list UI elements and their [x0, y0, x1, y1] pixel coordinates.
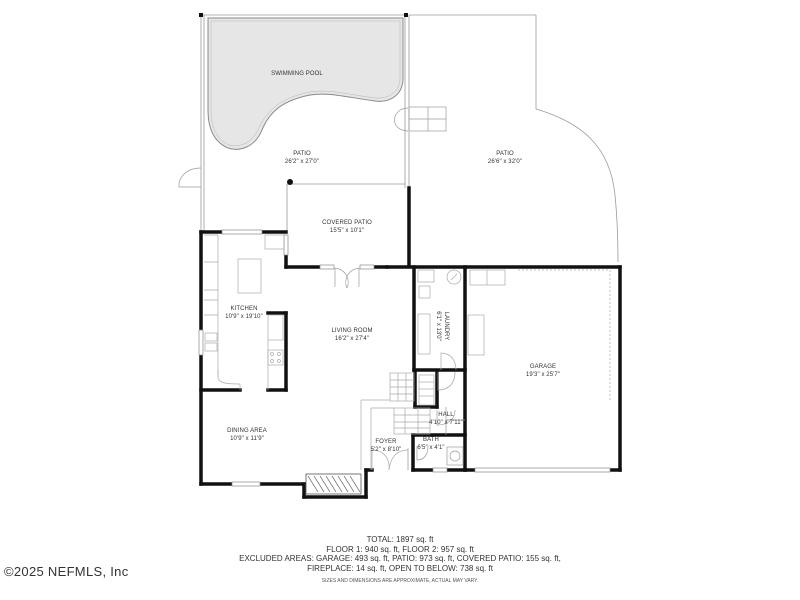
windows — [198, 229, 611, 487]
room-dimensions: 10'9" x 19'10" — [225, 314, 263, 320]
room-name: FOYER — [375, 439, 397, 445]
room-name: GARAGE — [529, 364, 557, 370]
garage-fixtures — [467, 269, 611, 400]
room-name: COVERED PATIO — [322, 220, 372, 226]
label-garage: GARAGE 19'3" x 25'7" — [526, 363, 560, 379]
summary-excluded-1: EXCLUDED AREAS: GARAGE: 493 sq. ft, PATI… — [239, 554, 561, 564]
room-dimensions: 16'2" x 27'4" — [334, 336, 370, 342]
area-summary: TOTAL: 1897 sq. ft FLOOR 1: 940 sq. ft, … — [200, 535, 600, 573]
doors — [416, 371, 465, 466]
room-name: HALL — [438, 412, 454, 418]
room-dimensions: 6'1" x 13'0" — [435, 311, 441, 341]
patio-outlines — [200, 14, 619, 263]
room-name: BATH — [423, 437, 439, 443]
patio-steps — [394, 106, 447, 132]
label-patio-left: PATIO 26'2" x 27'0" — [285, 150, 319, 166]
gate-door — [178, 167, 202, 188]
room-name: LIVING ROOM — [331, 328, 373, 334]
summary-total: TOTAL: 1897 sq. ft — [366, 535, 434, 544]
label-hall: HALL 4'10" x 7'11" — [429, 411, 463, 427]
room-name: LAUNDRY — [443, 311, 449, 341]
room-name: KITCHEN — [230, 306, 258, 312]
swimming-pool — [207, 17, 404, 150]
room-dimensions: 10'9" x 11'9" — [230, 436, 264, 442]
label-patio-right: PATIO 26'6" x 32'0" — [488, 150, 522, 166]
room-dimensions: 6'5" x 4'1" — [417, 445, 445, 451]
laundry-fixtures — [417, 269, 462, 371]
summary-floors: FLOOR 1: 940 sq. ft, FLOOR 2: 957 sq. ft — [326, 544, 474, 554]
kitchen-fixtures — [204, 234, 285, 390]
room-name: SWIMMING POOL — [271, 71, 323, 77]
label-bath: BATH 6'5" x 4'1" — [417, 436, 444, 452]
room-dimensions: 5'2" x 8'10" — [370, 447, 402, 453]
post-marker — [287, 179, 293, 185]
room-name: DINING AREA — [227, 428, 267, 434]
french-doors — [334, 267, 360, 289]
label-dining-area: DINING AREA 10'9" x 11'9" — [227, 427, 267, 443]
walls — [199, 186, 622, 499]
disclaimer: SIZES AND DIMENSIONS ARE APPROXIMATE, AC… — [321, 578, 479, 584]
stairs — [360, 372, 435, 471]
room-dimensions: 19'3" x 25'7" — [525, 372, 561, 378]
label-foyer: FOYER 5'2" x 8'10" — [371, 438, 402, 454]
room-dimensions: 4'10" x 7'11" — [429, 420, 463, 426]
label-laundry: LAUNDRY 6'1" x 13'0" — [434, 306, 450, 346]
room-dimensions: 15'5" x 10'1" — [329, 228, 365, 234]
label-swimming-pool: SWIMMING POOL — [271, 70, 323, 78]
summary-excluded-2: FIREPLACE: 14 sq. ft, OPEN TO BELOW: 738… — [307, 563, 493, 573]
copyright-watermark: ©2025 NEFMLS, Inc — [4, 564, 129, 579]
room-dimensions: 26'6" x 32'0" — [487, 159, 523, 165]
label-living-room: LIVING ROOM 16'2" x 27'4" — [331, 327, 372, 343]
room-name: PATIO — [293, 151, 311, 157]
label-covered-patio: COVERED PATIO 15'5" x 10'1" — [322, 219, 372, 235]
room-name: PATIO — [496, 151, 514, 157]
label-kitchen: KITCHEN 10'9" x 19'10" — [225, 305, 263, 321]
room-dimensions: 26'2" x 27'0" — [284, 159, 320, 165]
fireplace — [305, 473, 362, 495]
